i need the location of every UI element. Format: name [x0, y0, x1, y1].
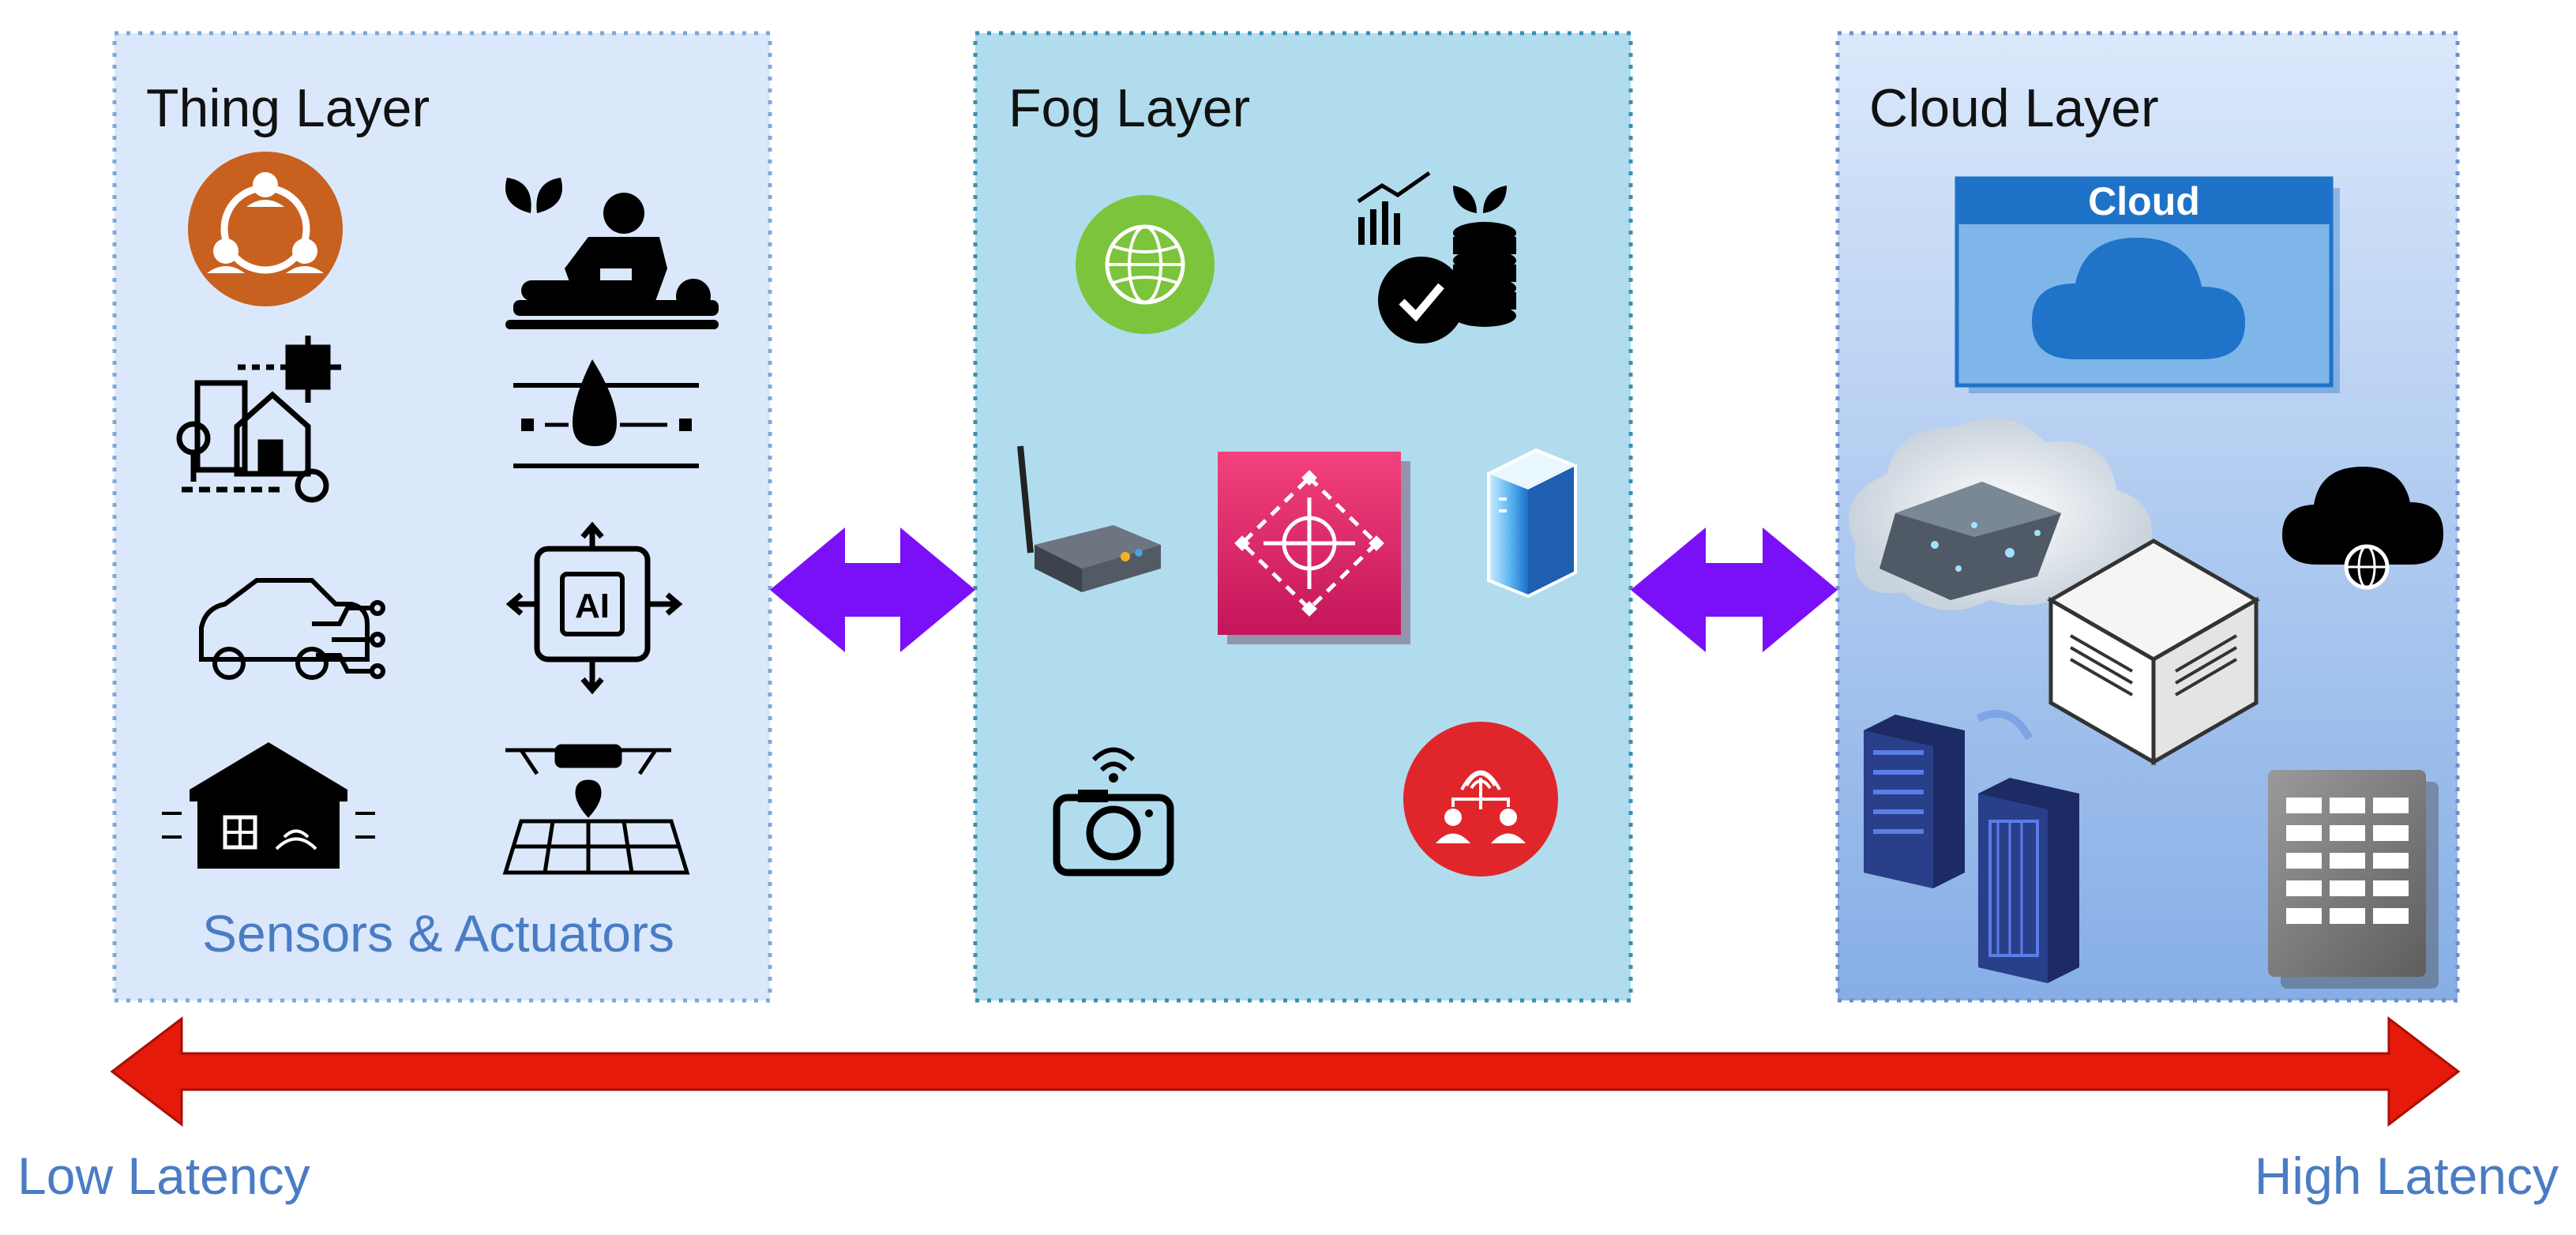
- cloud-layer-panel: Cloud Layer Cloud: [1835, 31, 2460, 1003]
- low-latency-label: Low Latency: [17, 1147, 310, 1205]
- ai-chip-icon: AI: [505, 521, 683, 695]
- massage-therapy-icon: [505, 178, 719, 329]
- data-analytics-icon: [1357, 171, 1516, 343]
- sensors-actuators-caption: Sensors & Actuators: [202, 904, 674, 963]
- connected-car-icon: [199, 578, 385, 680]
- fog-layer-panel: Fog Layer: [973, 31, 1633, 1003]
- fog-layer-title: Fog Layer: [1008, 78, 1250, 138]
- thing-fog-link-arrow: [770, 527, 975, 652]
- thing-layer-panel: Thing Layer: [112, 31, 772, 1003]
- wireless-router-icon: [1017, 445, 1161, 592]
- wifi-camera-icon: [1053, 747, 1174, 877]
- fog-gateway-icon: [1218, 452, 1410, 644]
- collaboration-icon: [188, 152, 343, 306]
- server-tower-icon: [1487, 448, 1577, 599]
- storage-array-icon: [2268, 770, 2439, 989]
- latency-arrow: [110, 1015, 2461, 1128]
- server-box-icon: [2046, 539, 2261, 766]
- cloud-window-icon: Cloud: [1955, 176, 2340, 393]
- network-globe-icon: [1076, 195, 1215, 334]
- water-drop-sensor-icon: [513, 359, 699, 468]
- fog-cloud-link-arrow: [1631, 527, 1838, 652]
- smart-city-icon: [176, 336, 341, 503]
- smart-home-icon: [162, 742, 375, 869]
- cloud-globe-icon: [2282, 467, 2443, 590]
- thing-layer-title: Thing Layer: [146, 78, 430, 138]
- biometric-access-icon: [1403, 722, 1558, 877]
- cloud-card-label: Cloud: [2088, 179, 2200, 223]
- storm-cloud-servers-icon: [1849, 417, 2152, 610]
- svg-text:AI: AI: [575, 587, 610, 625]
- cloud-layer-title: Cloud Layer: [1869, 78, 2159, 138]
- agricultural-drone-icon: [502, 744, 690, 875]
- high-latency-label: High Latency: [2255, 1147, 2559, 1205]
- server-racks-icon: [1864, 709, 2079, 983]
